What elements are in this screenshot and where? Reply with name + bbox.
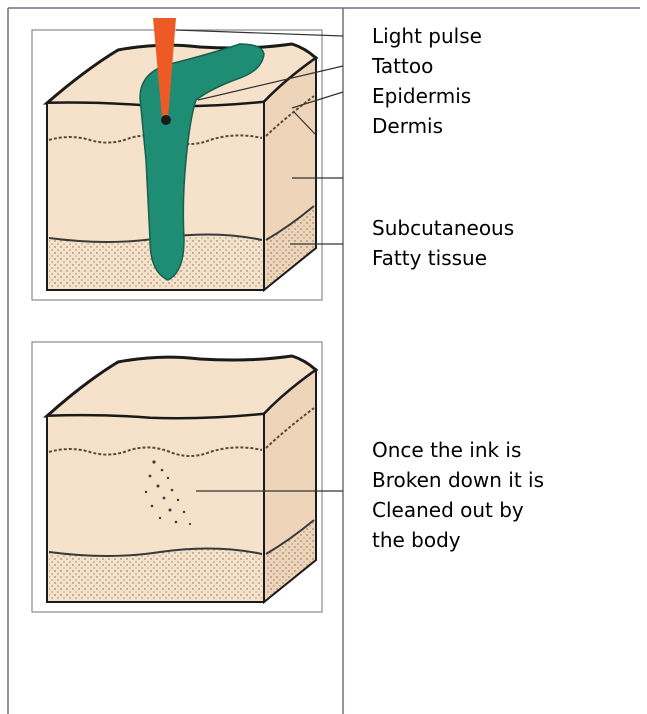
label-light-pulse: Light pulse bbox=[372, 23, 482, 49]
caption-line-2: Broken down it is bbox=[372, 467, 544, 493]
label-subcutaneous: Subcutaneous bbox=[372, 215, 514, 241]
caption-line-3: Cleaned out by bbox=[372, 497, 524, 523]
label-epidermis: Epidermis bbox=[372, 83, 471, 109]
bottom-skin-block bbox=[32, 342, 343, 612]
label-fatty-tissue: Fatty tissue bbox=[372, 245, 487, 271]
caption-line-4: the body bbox=[372, 527, 461, 553]
pulse-impact-point bbox=[161, 115, 171, 125]
label-dermis: Dermis bbox=[372, 113, 443, 139]
label-tattoo: Tattoo bbox=[372, 53, 433, 79]
top-skin-block bbox=[32, 18, 343, 300]
caption-line-1: Once the ink is bbox=[372, 437, 521, 463]
